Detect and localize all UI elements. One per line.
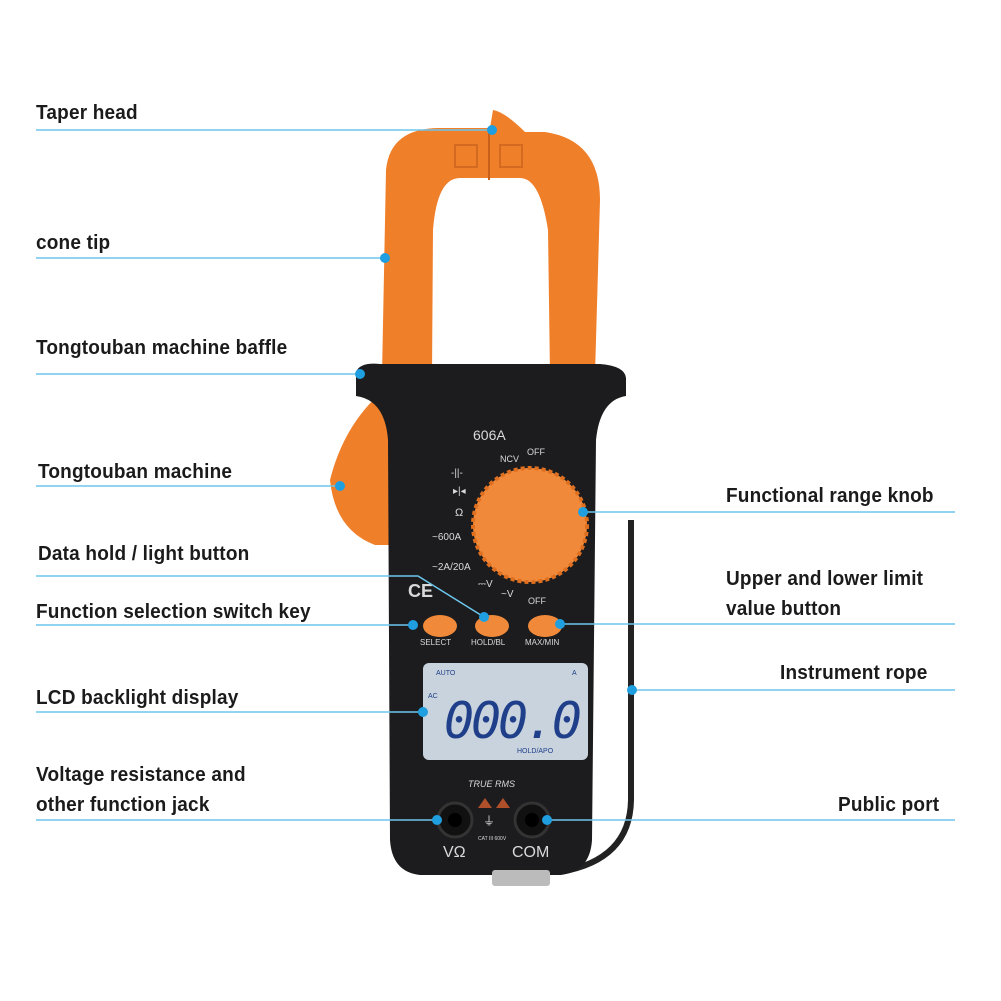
lcd-display bbox=[423, 663, 588, 760]
dial-600a: ~600A bbox=[432, 532, 462, 543]
label-taper-head: Taper head bbox=[36, 102, 138, 124]
true-rms-label: TRUE RMS bbox=[468, 779, 515, 789]
lcd-mode: AC bbox=[428, 693, 438, 700]
label-limit-line1: Upper and lower limit bbox=[726, 568, 924, 590]
ground-icon: ⏚ bbox=[483, 814, 495, 828]
lcd-unit: A bbox=[572, 670, 577, 677]
label-knob: Functional range knob bbox=[726, 485, 934, 507]
range-knob[interactable] bbox=[471, 466, 589, 584]
dial-diode: ▸|◂ bbox=[453, 486, 466, 497]
callout-lines bbox=[36, 129, 955, 821]
select-button[interactable] bbox=[423, 615, 457, 637]
label-jack-line1: Voltage resistance and bbox=[36, 764, 246, 786]
label-rope: Instrument rope bbox=[780, 662, 928, 684]
select-label: SELECT bbox=[420, 638, 451, 647]
label-jack-line2: other function jack bbox=[36, 794, 210, 816]
v-ohm-label: VΩ bbox=[443, 844, 466, 861]
label-machine: Tongtouban machine bbox=[38, 461, 233, 483]
hold-bl-label: HOLD/BL bbox=[471, 638, 506, 647]
max-min-button[interactable] bbox=[528, 615, 562, 637]
lcd-auto: AUTO bbox=[436, 670, 456, 677]
dial-2a-20a: ~2A/20A bbox=[432, 562, 471, 573]
label-limit-line2: value button bbox=[726, 598, 842, 620]
label-cone-tip: cone tip bbox=[36, 232, 111, 254]
lcd-reading: 000.0 bbox=[444, 692, 582, 750]
label-function-select: Function selection switch key bbox=[36, 601, 311, 623]
clamp-jaws bbox=[382, 110, 600, 375]
dial-off-top: OFF bbox=[527, 447, 545, 457]
label-data-hold: Data hold / light button bbox=[38, 543, 250, 565]
dial-ohm: Ω bbox=[455, 507, 463, 519]
model-label: 606A bbox=[473, 427, 506, 443]
label-baffle: Tongtouban machine baffle bbox=[36, 337, 288, 359]
dial-dcv: ⎓V bbox=[478, 579, 493, 590]
warning-icon bbox=[478, 798, 510, 808]
cat-rating: CAT III 600V bbox=[478, 836, 507, 842]
dial-off-bottom: OFF bbox=[528, 596, 546, 606]
dial-acv: ~V bbox=[501, 589, 514, 600]
lcd-status: HOLD/APO bbox=[517, 748, 554, 755]
label-public-port: Public port bbox=[838, 794, 940, 816]
com-label: COM bbox=[512, 844, 549, 861]
clamp-trigger bbox=[330, 385, 400, 545]
max-min-label: MAX/MIN bbox=[525, 638, 559, 647]
label-lcd: LCD backlight display bbox=[36, 687, 239, 709]
ce-mark: CE bbox=[408, 581, 433, 601]
rope-clip bbox=[492, 870, 550, 886]
callout-dots bbox=[335, 125, 637, 825]
dial-ncv: NCV bbox=[500, 454, 519, 464]
dial-capacitance: -||- bbox=[451, 468, 463, 479]
